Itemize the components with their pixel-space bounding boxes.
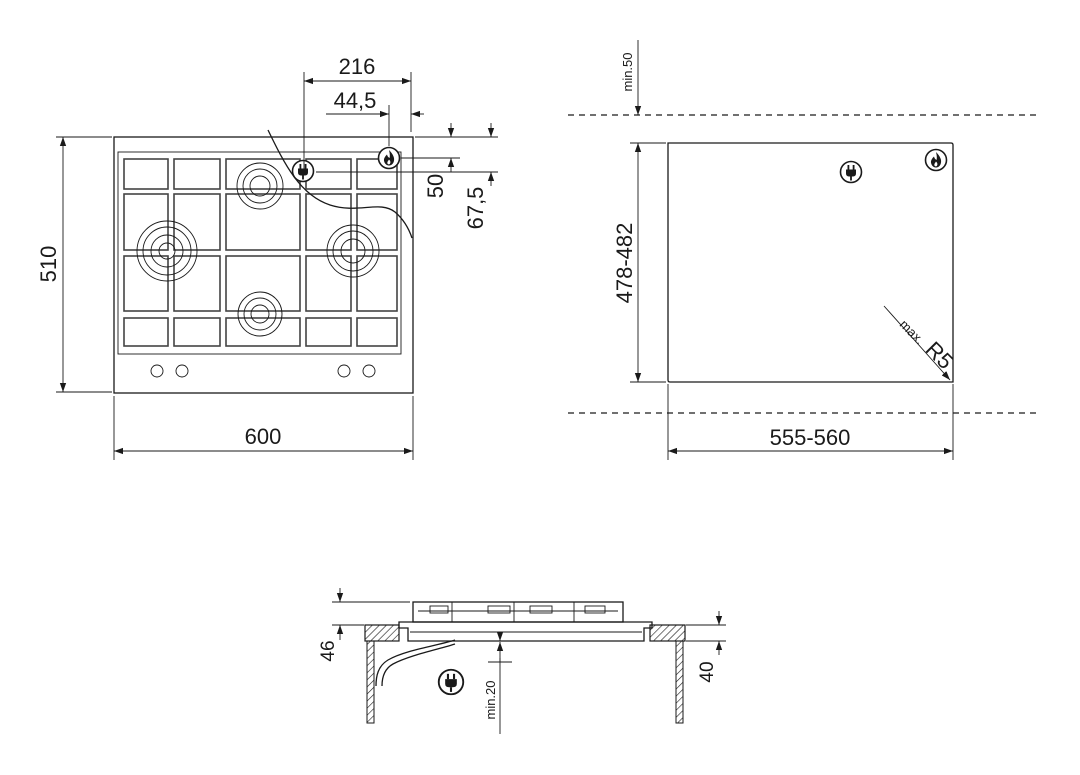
gas-depth-label: 50 xyxy=(423,174,448,198)
dim-50: 50 xyxy=(401,123,498,198)
dim-510: 510 xyxy=(36,136,112,393)
gas-flame-icon xyxy=(377,146,401,170)
cabinet-wall-right xyxy=(675,640,684,724)
hob-top-view xyxy=(113,129,414,394)
cabinet-wall-left xyxy=(366,640,375,724)
cutout-depth-label: 478-482 xyxy=(612,223,637,304)
plug-depth-label: 67,5 xyxy=(463,187,488,230)
dim-600: 600 xyxy=(113,396,414,460)
plug-icon xyxy=(437,668,465,696)
dim-40: 40 xyxy=(686,611,726,683)
gas-offset-label: 216 xyxy=(339,54,376,79)
dim-min50: min.50 xyxy=(620,40,642,115)
cutout-outline xyxy=(667,142,954,383)
dim-67-5: 67,5 xyxy=(316,123,498,229)
burner-large xyxy=(136,220,198,282)
depth-label: 510 xyxy=(36,246,61,283)
worktop-left xyxy=(364,624,400,642)
cutaway-curve xyxy=(267,129,413,239)
gas-flame-icon xyxy=(924,148,948,172)
worktop-right xyxy=(649,624,686,642)
burner-right xyxy=(326,224,380,278)
hob-body xyxy=(398,621,653,642)
dim-478-482: 478-482 xyxy=(612,142,666,383)
grate-side xyxy=(412,601,624,623)
plug-offset-label: 44,5 xyxy=(334,88,377,113)
plug-icon xyxy=(291,159,315,183)
dim-max-r5: max. R5 xyxy=(883,305,958,381)
plug-icon xyxy=(839,160,863,184)
cutout-view xyxy=(568,114,1040,414)
min20-label: min.20 xyxy=(483,680,498,719)
burner-bottom xyxy=(237,291,283,337)
dim-216: 216 xyxy=(303,54,412,172)
worktop-label: 40 xyxy=(697,661,718,682)
dim-46: 46 xyxy=(318,588,410,662)
height-label: 46 xyxy=(318,640,339,661)
cutout-width-label: 555-560 xyxy=(770,425,851,450)
width-label: 600 xyxy=(245,424,282,449)
dim-44-5: 44,5 xyxy=(326,88,424,146)
radius-prefix: max. xyxy=(897,317,928,348)
clearance-label: min.50 xyxy=(620,52,635,91)
dim-555-560: 555-560 xyxy=(667,384,954,460)
dim-min20: min.20 xyxy=(483,632,512,734)
side-view xyxy=(364,601,686,724)
burner-top xyxy=(236,162,284,210)
control-knobs xyxy=(150,364,376,378)
